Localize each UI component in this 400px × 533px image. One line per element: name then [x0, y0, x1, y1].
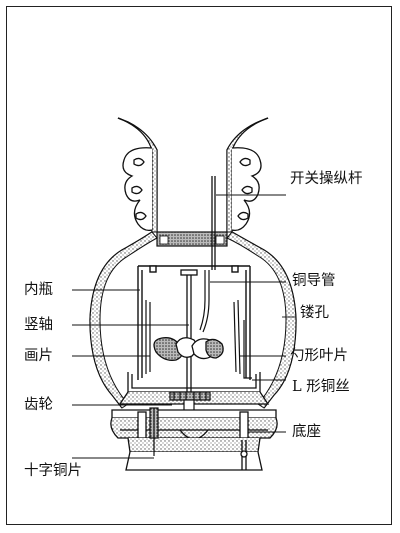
spoon-blades [153, 337, 224, 361]
label-picture-sheet: 画片 [24, 348, 53, 364]
neck-cap [156, 231, 228, 247]
copper-tube [199, 270, 210, 333]
label-inner-vase: 内瓶 [24, 282, 53, 298]
picture-sheet [145, 299, 241, 375]
label-copper-tube: 铜导管 [292, 273, 336, 289]
label-hollow-holes: 镂孔 [300, 305, 329, 321]
inner-vase [137, 265, 251, 380]
label-base: 底座 [292, 424, 321, 440]
label-l-wire: L 形铜丝 [292, 379, 350, 395]
outer-vase [89, 117, 297, 409]
label-switch-rod: 开关操纵杆 [290, 171, 363, 187]
vase-base [110, 409, 278, 471]
label-gear: 齿轮 [24, 397, 53, 413]
switch-rod [211, 176, 216, 270]
gear [169, 391, 211, 413]
cross-plate [149, 407, 159, 456]
label-spoon-blade: 勺形叶片 [290, 348, 348, 364]
label-cross-plate: 十字铜片 [24, 463, 82, 479]
shell-hatching [89, 117, 297, 409]
l-wire [243, 320, 252, 379]
vase-handles [122, 147, 262, 232]
label-vertical-shaft: 竖轴 [24, 317, 53, 333]
vertical-shaft [180, 269, 198, 396]
leader-lines [72, 194, 296, 459]
diagram-frame [6, 6, 392, 525]
